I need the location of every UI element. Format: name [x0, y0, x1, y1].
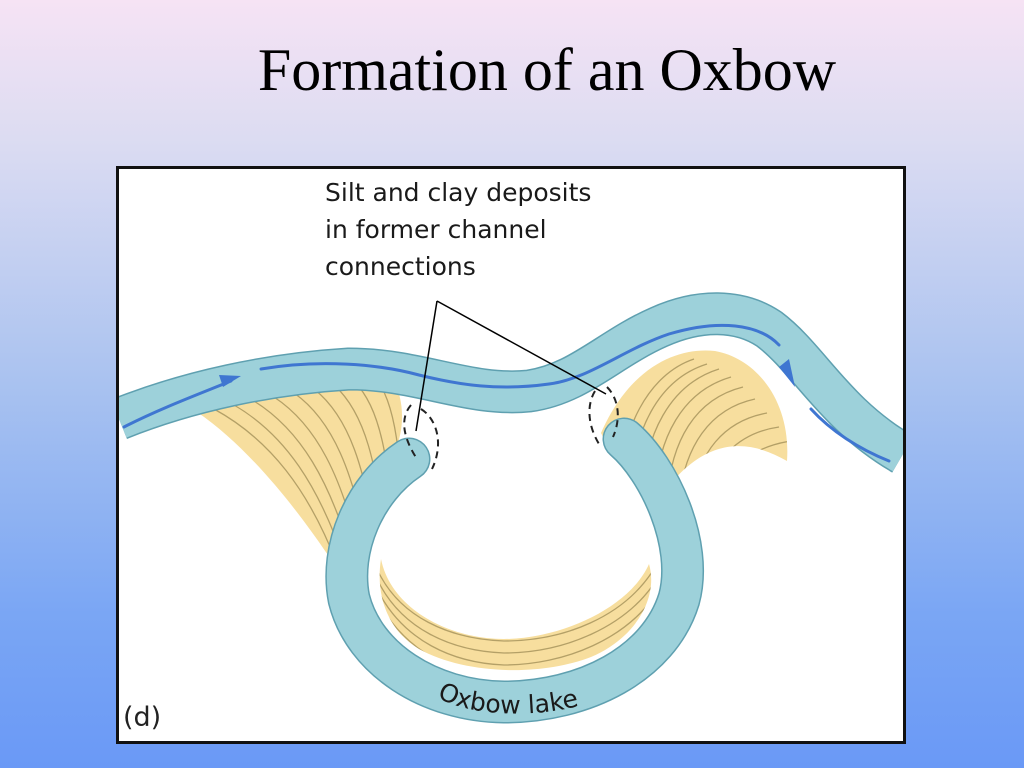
oxbow-diagram: Oxbow lake Silt and clay deposits in for…: [116, 166, 906, 744]
callout-leader-lines: [415, 300, 607, 432]
panel-label: (d): [123, 702, 162, 733]
callout-line-2: in former channel: [325, 215, 547, 244]
deposit-callout: Silt and clay deposits in former channel…: [325, 174, 625, 285]
former-connection-left: [403, 404, 440, 470]
callout-line-1: Silt and clay deposits: [325, 178, 592, 207]
deposit-left: [197, 367, 403, 564]
flow-arrow-icon: [122, 323, 891, 463]
callout-line-3: connections: [325, 252, 476, 281]
former-connection-right: [588, 386, 619, 445]
diagram-drawing: Oxbow lake: [119, 292, 903, 724]
flow-arrowhead-right: [779, 359, 795, 387]
slide-title: Formation of an Oxbow: [257, 37, 837, 103]
flow-arrowhead-left: [219, 375, 241, 387]
oxbow-lake: [325, 417, 705, 724]
